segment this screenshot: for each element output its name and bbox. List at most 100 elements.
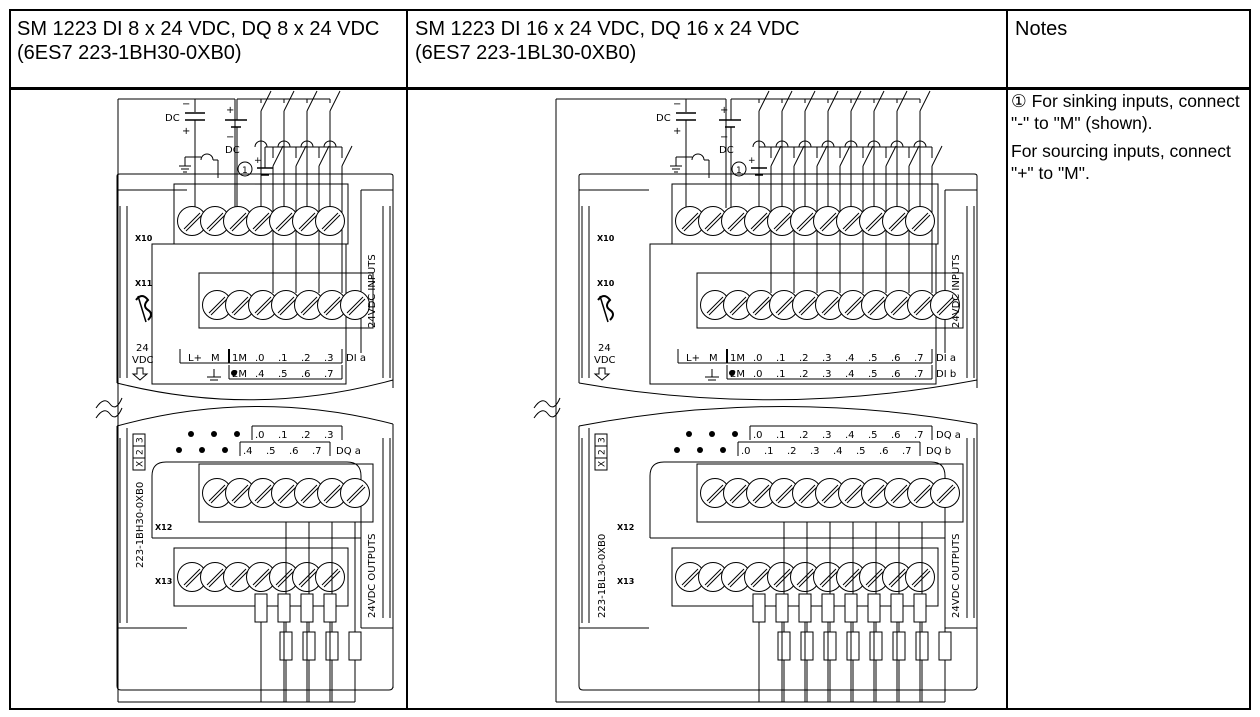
- screw-slot: [752, 570, 770, 588]
- screw-slot: [210, 298, 228, 316]
- switch-blade: [260, 90, 272, 112]
- dq-label: .0: [753, 430, 763, 441]
- screw-terminal: [815, 478, 845, 508]
- dq-a-tag: DQ a: [336, 446, 361, 457]
- status-dot: [199, 447, 205, 453]
- screw-terminal: [721, 206, 751, 236]
- outputs-label: 24VDC OUTPUTS: [367, 533, 378, 618]
- x12-label: X12: [155, 523, 172, 532]
- dq-label: .5: [868, 430, 878, 441]
- dq-label: .2: [799, 430, 809, 441]
- screw-terminal: [767, 562, 797, 592]
- minus-label: −: [226, 132, 234, 143]
- screw-terminal: [698, 206, 728, 236]
- screw-slot: [750, 568, 768, 586]
- screw-slot: [681, 212, 699, 230]
- screw-slot: [823, 298, 841, 316]
- screw-terminal: [246, 562, 276, 592]
- status-dot: [211, 431, 217, 437]
- screw-slot: [706, 296, 724, 314]
- wire-crossover: [300, 140, 314, 148]
- screw-slot: [913, 296, 931, 314]
- wire-crossover: [200, 153, 214, 161]
- di-label: 1M: [232, 353, 247, 364]
- x23-label: 3: [136, 437, 146, 443]
- minus-label: −: [182, 99, 190, 110]
- header-divider: [11, 87, 1249, 90]
- column-divider-1: [406, 11, 408, 708]
- screw-terminal: [317, 478, 347, 508]
- callout-number: 1: [736, 166, 742, 176]
- screw-slot: [256, 298, 274, 316]
- dq-label: .4: [243, 446, 253, 457]
- ls-icon-stroke: [597, 295, 614, 321]
- screw-slot: [754, 298, 772, 316]
- screw-slot: [821, 214, 839, 232]
- switch-blade: [908, 145, 920, 167]
- di-label: .6: [891, 369, 901, 380]
- screw-terminal: [769, 478, 799, 508]
- wire-crossover: [821, 140, 835, 148]
- ls-icon-stroke: [137, 295, 147, 323]
- screw-slot: [731, 486, 749, 504]
- dq-label: .7: [902, 446, 912, 457]
- di-b-tag: DI b: [936, 369, 956, 380]
- dq-label: .1: [278, 430, 288, 441]
- status-dot: [709, 431, 715, 437]
- load-icon: [752, 593, 766, 623]
- switch-blade: [896, 90, 908, 112]
- di-label: .6: [891, 353, 901, 364]
- load-icon: [300, 593, 314, 623]
- module-id-label: 223-1BH30-0XB0: [135, 482, 146, 568]
- load-icon: [348, 631, 362, 661]
- screw-slot: [796, 212, 814, 230]
- screw-slot: [821, 296, 839, 314]
- screw-slot: [325, 486, 343, 504]
- screw-slot: [208, 214, 226, 232]
- screw-slot: [300, 214, 318, 232]
- screw-slot: [325, 298, 343, 316]
- screw-slot: [869, 298, 887, 316]
- switch-blade: [272, 145, 284, 167]
- dq-label: .4: [833, 446, 843, 457]
- screw-slot: [842, 568, 860, 586]
- screw-slot: [321, 568, 339, 586]
- dq-label: .4: [845, 430, 855, 441]
- screw-slot: [185, 214, 203, 232]
- status-dot: [176, 447, 182, 453]
- screw-slot: [254, 296, 272, 314]
- dq-label: .5: [856, 446, 866, 457]
- terminal-block-x11: [198, 272, 374, 329]
- dq-label: .2: [301, 430, 311, 441]
- screw-terminal: [340, 290, 370, 320]
- screw-slot: [938, 298, 956, 316]
- x23-label: 2: [136, 449, 146, 455]
- screw-terminal: [907, 478, 937, 508]
- di-label: .5: [868, 353, 878, 364]
- callout-1-icon: [731, 161, 747, 177]
- x11-label: X10: [597, 279, 615, 288]
- load-icon: [867, 593, 881, 623]
- screw-terminal: [930, 290, 960, 320]
- dq-label: .1: [764, 446, 774, 457]
- screw-terminal: [248, 290, 278, 320]
- screw-terminal: [721, 562, 751, 592]
- inputs-label: 24VDC INPUTS: [951, 254, 962, 328]
- switch-blade: [306, 90, 318, 112]
- note-2-text: For sourcing inputs, connect "+" to "M".: [1011, 141, 1231, 183]
- supply-24-label: 24: [136, 343, 149, 354]
- screw-terminal: [315, 206, 345, 236]
- load-icon: [821, 593, 835, 623]
- screw-slot: [683, 214, 701, 232]
- x10-label: X10: [597, 234, 615, 243]
- di-label: 2M: [730, 369, 745, 380]
- module-break-edge: [578, 405, 978, 427]
- screw-terminal: [202, 478, 232, 508]
- di-label: .7: [914, 369, 924, 380]
- note-1: ① For sinking inputs, connect "-" to "M"…: [1011, 90, 1247, 134]
- dq-label: .2: [787, 446, 797, 457]
- screw-slot: [229, 212, 247, 230]
- screw-slot: [800, 298, 818, 316]
- dq-label: .3: [822, 430, 832, 441]
